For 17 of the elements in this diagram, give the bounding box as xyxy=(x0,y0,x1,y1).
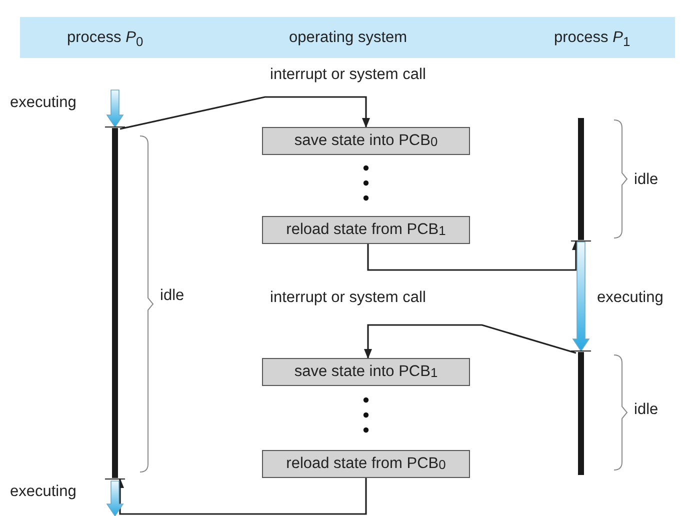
event-label: interrupt or system call xyxy=(270,66,426,84)
timeline-bar xyxy=(578,352,584,475)
timeline-bar xyxy=(112,128,118,478)
state-label: idle xyxy=(634,171,658,189)
state-label: executing xyxy=(597,289,664,307)
state-label: idle xyxy=(160,287,184,305)
column-heading: process P$_{1}$ xyxy=(554,29,630,52)
state-label: executing xyxy=(10,483,76,501)
state-label: executing xyxy=(10,94,76,112)
timeline-bar xyxy=(578,118,584,240)
arrow xyxy=(120,96,370,130)
column-heading: operating system xyxy=(289,29,408,47)
arrow xyxy=(364,324,576,359)
arrow xyxy=(116,478,367,515)
column-heading: process P$_{0}$ xyxy=(67,29,144,52)
state-label: idle xyxy=(634,401,658,419)
event-label: interrupt or system call xyxy=(270,289,426,307)
